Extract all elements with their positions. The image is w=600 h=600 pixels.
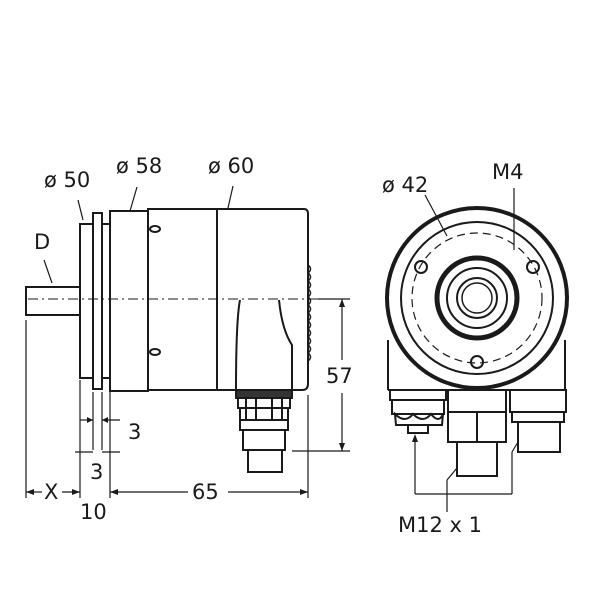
shaft-label: D — [34, 230, 51, 254]
dim-65-label: 65 — [192, 480, 219, 504]
dimension-lines — [25, 298, 350, 498]
body — [147, 185, 312, 391]
rear-connector-right — [509, 389, 567, 453]
rear-view — [385, 188, 569, 512]
rear-connector-left — [389, 389, 447, 434]
dia-42-label: ø 42 — [382, 173, 429, 197]
body-front — [109, 186, 149, 392]
dim-10-label: 10 — [80, 500, 107, 524]
side-connector — [235, 299, 293, 473]
arrowheads — [26, 299, 345, 495]
rear-connector-center — [447, 389, 507, 477]
flange — [77, 199, 111, 390]
dia-50-label: ø 50 — [44, 168, 91, 192]
dim-57-label: 57 — [326, 364, 353, 388]
m12-label: M12 x 1 — [398, 513, 482, 537]
dia-60-label: ø 60 — [208, 154, 255, 178]
dim-3a-label: 3 — [128, 420, 142, 444]
shaft — [25, 259, 81, 316]
dim-3b-label: 3 — [90, 460, 104, 484]
m4-label: M4 — [492, 160, 524, 184]
dim-x-label: X — [44, 480, 59, 504]
dia-58-label: ø 58 — [116, 154, 163, 178]
